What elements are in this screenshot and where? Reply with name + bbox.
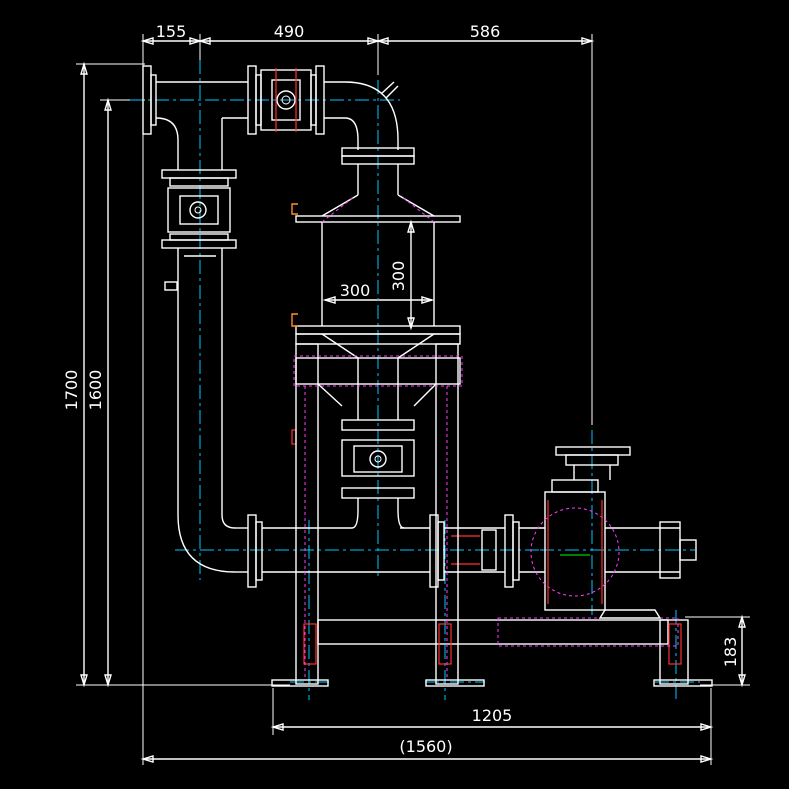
bottom-pipe xyxy=(247,514,545,588)
middle-valve xyxy=(291,419,415,529)
centerlines xyxy=(130,60,700,700)
dim-1205: 1205 xyxy=(472,706,513,725)
dim-300-height: 300 xyxy=(389,261,408,292)
dim-1700: 1700 xyxy=(62,370,81,411)
dimension-lines xyxy=(76,34,750,765)
separator-tank xyxy=(291,147,461,420)
support-frame xyxy=(271,333,713,687)
dim-586: 586 xyxy=(470,22,501,41)
dim-300-width: 300 xyxy=(340,281,371,300)
left-vertical-pipe xyxy=(161,118,248,573)
pump xyxy=(530,446,697,619)
dim-1600: 1600 xyxy=(86,370,105,411)
dim-1560: (1560) xyxy=(399,737,452,756)
dim-183: 183 xyxy=(721,637,740,668)
dim-490: 490 xyxy=(274,22,305,41)
top-pipe xyxy=(142,65,399,150)
dim-155: 155 xyxy=(156,22,187,41)
